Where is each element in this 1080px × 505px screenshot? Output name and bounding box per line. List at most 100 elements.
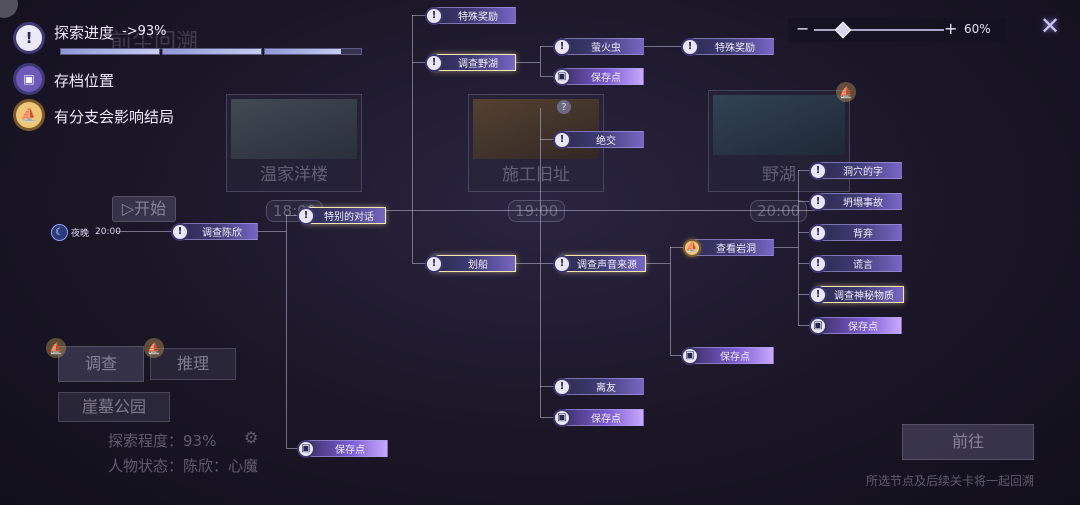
connector bbox=[670, 247, 671, 355]
moon-icon: ☾ bbox=[52, 224, 67, 240]
node-abandon[interactable]: ! 背弃 bbox=[811, 224, 902, 241]
zoom-minus-button[interactable]: − bbox=[796, 19, 810, 38]
connector bbox=[412, 263, 430, 264]
save-box-icon: ▣ bbox=[16, 66, 42, 92]
node-break-up[interactable]: ! 绝交 bbox=[555, 131, 644, 148]
node-mystery-substance[interactable]: ! 调查神秘物质 bbox=[811, 286, 904, 303]
connector bbox=[798, 263, 814, 264]
connector bbox=[798, 201, 814, 202]
save-box-icon: ▣ bbox=[555, 69, 569, 84]
node-save-point[interactable]: ▣ 保存点 bbox=[299, 440, 388, 457]
time-badge: 19:00 bbox=[508, 200, 566, 222]
question-icon: ? bbox=[557, 100, 571, 114]
sail-branch-icon: ⛵ bbox=[144, 338, 164, 358]
node-special-talk[interactable]: ! 特别的对话 bbox=[299, 207, 386, 224]
node-label: 保存点 bbox=[720, 352, 750, 363]
node-leave-friend[interactable]: ! 离友 bbox=[555, 378, 644, 395]
progress-value: ->93% bbox=[122, 24, 167, 39]
scene-thumbnail bbox=[231, 99, 357, 159]
node-firefly[interactable]: ! 萤火虫 bbox=[555, 38, 644, 55]
exclamation-icon: ! bbox=[811, 194, 825, 209]
node-special-reward-top[interactable]: ! 特殊奖励 bbox=[427, 7, 516, 24]
node-label: 保存点 bbox=[848, 322, 878, 333]
exclamation-icon: ! bbox=[555, 379, 569, 394]
node-boat[interactable]: ! 划船 bbox=[427, 255, 516, 272]
time-badge: 20:00 bbox=[750, 200, 808, 222]
node-special-reward[interactable]: ! 特殊奖励 bbox=[683, 38, 774, 55]
exclamation-icon: ! bbox=[16, 25, 42, 51]
connector bbox=[116, 231, 174, 232]
progress-bar-segment bbox=[162, 48, 262, 55]
explore-degree: 探索程度：93% bbox=[108, 432, 217, 450]
back-circle[interactable] bbox=[0, 0, 18, 18]
save-legend-label: 存档位置 bbox=[54, 72, 115, 90]
connector bbox=[798, 325, 814, 326]
zoom-plus-button[interactable]: + bbox=[944, 19, 958, 38]
connector bbox=[412, 15, 413, 263]
exclamation-icon: ! bbox=[555, 132, 569, 147]
node-investigate-chenxin[interactable]: ! 调查陈欣 bbox=[173, 223, 258, 240]
node-save-point[interactable]: ▣ 保存点 bbox=[683, 347, 774, 364]
connector bbox=[798, 170, 814, 171]
connector bbox=[772, 247, 798, 248]
node-label: 坍塌事故 bbox=[843, 198, 883, 209]
start-node-label: 夜晚 bbox=[71, 228, 90, 239]
exclamation-icon: ! bbox=[811, 256, 825, 271]
exclamation-icon: ! bbox=[683, 39, 697, 54]
exclamation-icon: ! bbox=[173, 224, 187, 239]
connector bbox=[516, 62, 540, 63]
progress-label: 探索进度 bbox=[54, 24, 115, 42]
exclamation-icon: ! bbox=[811, 163, 825, 178]
zoom-control: − + 60% bbox=[788, 18, 1006, 42]
node-save-point[interactable]: ▣ 保存点 bbox=[555, 68, 644, 85]
exclamation-icon: ! bbox=[299, 208, 313, 223]
node-label: 背弃 bbox=[853, 229, 873, 240]
exclamation-icon: ! bbox=[427, 8, 441, 23]
scene-panel-mansion: 温家洋楼 bbox=[226, 94, 362, 192]
node-collapse[interactable]: ! 坍塌事故 bbox=[811, 193, 902, 210]
exclamation-icon: ! bbox=[427, 256, 441, 271]
node-label: 特殊奖励 bbox=[715, 43, 755, 54]
save-box-icon: ▣ bbox=[555, 410, 569, 425]
scene-title: 温家洋楼 bbox=[260, 165, 328, 185]
start-node[interactable]: ☾ 夜晚 20:00 bbox=[52, 223, 121, 241]
exclamation-icon: ! bbox=[555, 39, 569, 54]
node-label: 查看岩洞 bbox=[716, 244, 756, 255]
connector bbox=[540, 386, 558, 387]
node-label: 调查野湖 bbox=[458, 59, 498, 70]
node-check-cave[interactable]: ⛵ 查看岩洞 bbox=[685, 239, 774, 256]
close-icon[interactable]: ✕ bbox=[1040, 12, 1061, 40]
node-lie[interactable]: ! 谎言 bbox=[811, 255, 902, 272]
zoom-slider-handle[interactable] bbox=[834, 21, 852, 39]
exclamation-icon: ! bbox=[811, 287, 825, 302]
connector bbox=[642, 46, 686, 47]
node-label: 划船 bbox=[468, 260, 488, 271]
node-investigate-sound[interactable]: ! 调查声音来源 bbox=[555, 255, 646, 272]
connector bbox=[644, 263, 670, 264]
gear-icon: ⚙ bbox=[244, 428, 259, 447]
exclamation-icon: ! bbox=[555, 256, 569, 271]
node-save-point[interactable]: ▣ 保存点 bbox=[811, 317, 902, 334]
node-cave-words[interactable]: ! 洞穴的字 bbox=[811, 162, 902, 179]
connector bbox=[798, 170, 799, 325]
save-box-icon: ▣ bbox=[683, 348, 697, 363]
node-label: 保存点 bbox=[591, 73, 621, 84]
forward-button: 前往 bbox=[902, 424, 1034, 460]
connector bbox=[412, 62, 430, 63]
tab-investigate: 调查 bbox=[58, 346, 144, 382]
node-investigate-wild-lake[interactable]: ! 调查野湖 bbox=[427, 54, 516, 71]
node-label: 绝交 bbox=[596, 136, 616, 147]
location-name: 崖墓公园 bbox=[58, 392, 170, 422]
start-button: ▷开始 bbox=[112, 196, 176, 222]
scene-title: 施工旧址 bbox=[502, 165, 570, 185]
zoom-slider-track[interactable] bbox=[814, 29, 944, 31]
node-label: 离友 bbox=[596, 383, 616, 394]
exclamation-icon: ! bbox=[811, 225, 825, 240]
node-label: 调查陈欣 bbox=[202, 228, 242, 239]
char-status: 人物状态：陈欣：心魔 bbox=[108, 457, 259, 475]
connector bbox=[540, 76, 558, 77]
node-save-point[interactable]: ▣ 保存点 bbox=[555, 409, 644, 426]
scene-thumbnail bbox=[473, 99, 599, 159]
sail-branch-icon: ⛵ bbox=[16, 102, 42, 128]
scene-title: 野湖 bbox=[762, 165, 796, 185]
